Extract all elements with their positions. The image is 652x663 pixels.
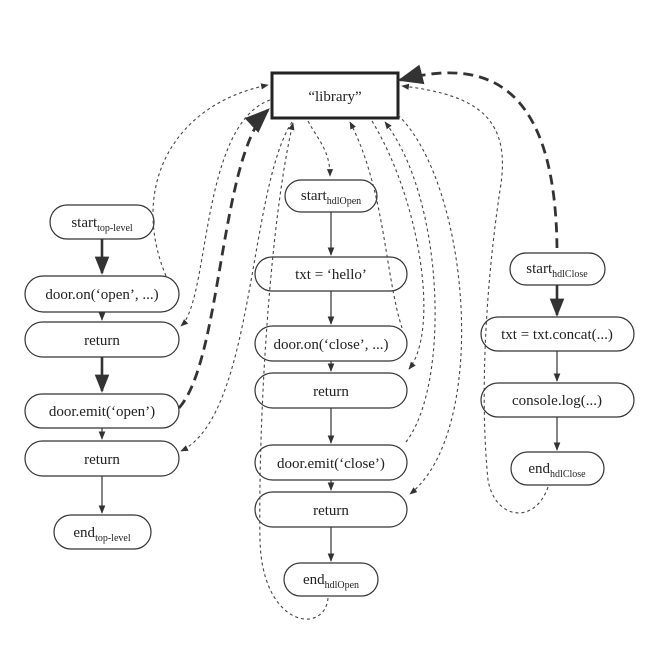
svg-text:endhdlClose: endhdlClose — [528, 461, 586, 480]
library-box: “library” — [270, 71, 400, 120]
door-emit-open-label: door.emit(‘open’) — [49, 404, 155, 420]
edge-library-to-return-top-level-1 — [180, 99, 271, 327]
edge-end-hdl-open-to-library — [259, 122, 329, 620]
node-start-hdl-open: starthdlOpen — [284, 179, 378, 213]
edge-end-hdl-close-to-library — [401, 83, 549, 514]
node-door-emit-open: door.emit(‘open’) — [24, 393, 180, 429]
end-hdl-close-subscript: hdlClose — [550, 469, 586, 480]
start-top-level-label: start — [71, 215, 98, 231]
library-label: “library” — [308, 89, 361, 105]
end-hdl-open-subscript: hdlOpen — [325, 580, 359, 591]
node-end-hdl-close: endhdlClose — [510, 451, 605, 486]
start-hdl-open-label: start — [301, 188, 328, 204]
node-return-top-level-1: return — [24, 321, 180, 358]
node-door-on-close: door.on(‘close’, ...) — [254, 325, 408, 362]
svg-text:starthdlOpen: starthdlOpen — [301, 188, 361, 207]
node-start-top-level: starttop-level — [49, 204, 155, 240]
end-hdl-open-label: end — [303, 572, 325, 588]
node-return-top-level-2: return — [24, 440, 180, 477]
console-log-label: console.log(...) — [512, 393, 602, 409]
node-end-top-level: endtop-level — [53, 514, 152, 550]
return-hdl-open-1-label: return — [313, 384, 349, 400]
edge-on-close-to-library — [349, 121, 403, 329]
svg-text:starttop-level: starttop-level — [71, 215, 133, 234]
edge-library-to-start-hdl-close — [397, 64, 559, 249]
return-top-level-1-label: return — [84, 333, 120, 349]
return-top-level-2-label: return — [84, 452, 120, 468]
node-console-log: console.log(...) — [480, 382, 635, 418]
svg-text:endtop-level: endtop-level — [73, 525, 130, 544]
node-start-hdl-close: starthdlClose — [509, 252, 606, 286]
end-hdl-close-label: end — [528, 461, 550, 477]
edge-library-to-return-hdl-open-1 — [371, 120, 425, 370]
edge-library-to-return-hdl-open-2 — [397, 114, 463, 495]
svg-text:starthdlClose: starthdlClose — [526, 261, 588, 280]
svg-text:endhdlOpen: endhdlOpen — [303, 572, 359, 591]
start-top-level-subscript: top-level — [97, 223, 133, 234]
edge-emit-open-to-library — [177, 108, 270, 409]
node-txt-hello: txt = ‘hello’ — [254, 256, 408, 292]
end-top-level-label: end — [73, 525, 95, 541]
door-on-open-label: door.on(‘open’, ...) — [45, 287, 158, 303]
node-return-hdl-open-2: return — [254, 491, 408, 528]
start-hdl-close-label: start — [526, 261, 553, 277]
node-txt-concat: txt = txt.concat(...) — [480, 316, 635, 352]
edge-on-open-to-library — [152, 83, 269, 277]
dotted-edges — [152, 83, 549, 620]
start-hdl-close-subscript: hdlClose — [552, 269, 588, 280]
return-hdl-open-2-label: return — [313, 503, 349, 519]
edge-library-to-return-top-level-2 — [180, 121, 293, 452]
door-emit-close-label: door.emit(‘close’) — [277, 456, 385, 472]
solid-edges — [94, 212, 565, 562]
node-return-hdl-open-1: return — [254, 372, 408, 409]
node-door-on-open: door.on(‘open’, ...) — [24, 275, 180, 313]
door-on-close-label: door.on(‘close’, ...) — [274, 337, 389, 353]
node-door-emit-close: door.emit(‘close’) — [254, 444, 408, 481]
edge-library-to-start-hdl-open — [307, 120, 334, 177]
edge-emit-close-to-library — [384, 121, 436, 443]
end-top-level-subscript: top-level — [95, 533, 131, 544]
node-end-hdl-open: endhdlOpen — [283, 562, 379, 597]
txt-concat-label: txt = txt.concat(...) — [501, 327, 613, 343]
txt-hello-label: txt = ‘hello’ — [295, 267, 367, 283]
start-hdl-open-subscript: hdlOpen — [327, 196, 361, 207]
